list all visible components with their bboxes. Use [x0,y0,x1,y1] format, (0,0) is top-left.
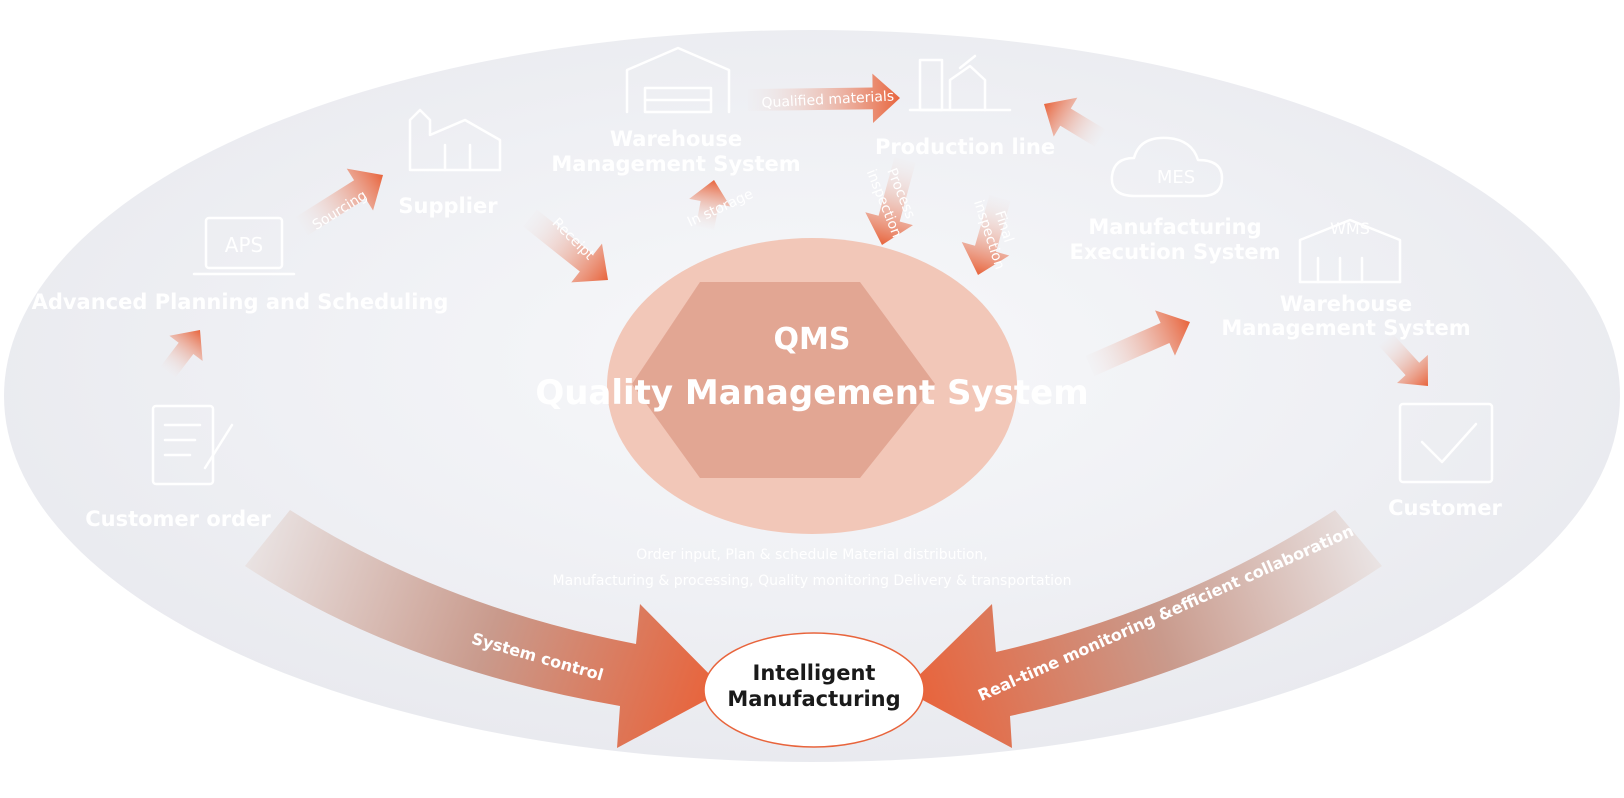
wms-right-label-line1: Warehouse [1280,292,1412,316]
wms-top-label-line1: Warehouse [610,127,742,151]
receipt-arrow [523,209,609,283]
left-big-arrow [245,510,725,748]
customer-order-label: Customer order [85,507,271,531]
qms-description-line1: Order input, Plan & schedule Material di… [636,547,988,563]
hub-label-line2: Manufacturing [727,687,900,711]
factory-icon [408,108,502,172]
aps-label: Advanced Planning and Scheduling [32,290,449,314]
production-line-label: Production line [875,135,1055,159]
final-inspection-arrow [961,195,1011,275]
mes-label-line2: Execution System [1070,240,1281,264]
document-pen-icon [151,404,234,486]
qms-description-line2: Manufacturing & processing, Quality moni… [553,573,1072,589]
qms-hexagon [632,282,935,478]
mes-to-production-arrow [1043,97,1106,147]
process-inspection-arrow [865,157,916,246]
qms-full-title: Quality Management System [535,373,1088,413]
sourcing-arrow [296,168,383,236]
aps-icon-text: APS [225,233,263,257]
mes-icon-text: MES [1157,167,1195,188]
wms-to-customer-arrow [1379,333,1428,386]
order-to-aps-arrow [160,330,203,378]
mes-label-line1: Manufacturing [1088,215,1261,239]
customer-label: Customer [1388,496,1502,520]
hub-label-line1: Intelligent [753,661,876,685]
laptop-icon [192,216,296,276]
qualified-materials-arrow [747,73,900,124]
in-storage-arrow [689,179,731,230]
checkbox-icon [1398,402,1494,484]
qms-to-wms-arrow [1085,310,1190,376]
wms-top-label-line2: Management System [551,152,800,176]
qualified-materials-arrow-label: Qualified materials [761,89,894,112]
qms-short-title: QMS [774,322,851,357]
warehouse-icon [625,46,731,114]
wms-right-label-line2: Management System [1221,316,1470,340]
warehouse-shelves-icon [1298,218,1402,284]
cloud-icon [1110,136,1224,198]
right-big-arrow [904,510,1382,748]
wms-icon-text: WMS [1330,219,1370,238]
production-line-icon [908,54,1012,112]
intelligent-manufacturing-hub [703,632,925,748]
supplier-label: Supplier [398,194,498,218]
